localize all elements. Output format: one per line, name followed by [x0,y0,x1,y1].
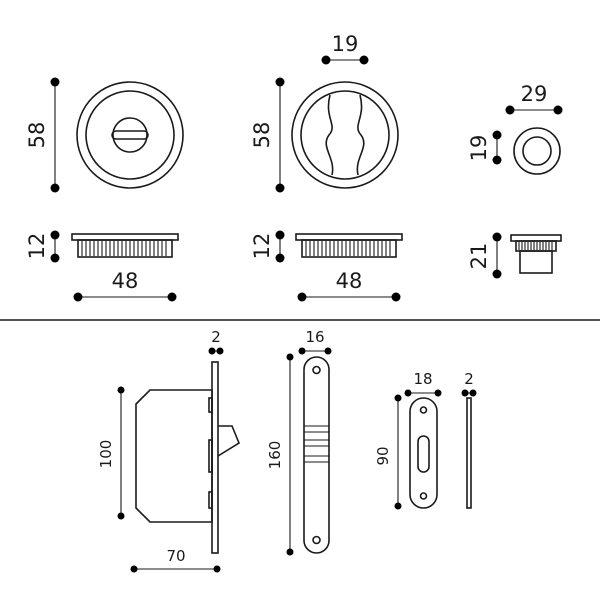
pull-rosette-width-label: 48 [336,269,363,293]
lock-body-depth-label: 70 [166,547,185,565]
faceplate-width-dimension: 16 [298,328,332,355]
knob-width-label: 29 [521,82,548,106]
pull-rosette-front-view [291,81,399,189]
strike-height-label: 90 [374,446,392,465]
knob-height-label: 19 [467,135,491,162]
pull-rosette-thickness-dimension: 12 [250,230,285,263]
rosette-thickness-dimension: 12 [25,230,60,263]
strike-plate-side-view [466,397,472,509]
rosette-height-label: 58 [25,122,49,149]
strike-plate-front-view [409,397,438,509]
lock-body-height-dimension: 100 [97,386,125,520]
lock-body-height-label: 100 [97,440,115,469]
faceplate-height-label: 160 [266,441,284,470]
pull-rosette-thickness-label: 12 [250,233,274,260]
strike-width-dimension: 18 [404,370,442,397]
faceplate-height-dimension: 160 [266,353,294,556]
rosette-width-dimension: 48 [73,269,177,302]
privacy-rosette-side-view [71,233,179,258]
strike-thickness-label: 2 [464,370,474,388]
pull-rosette-width-dimension: 48 [297,269,401,302]
faceplate-front-view [303,356,330,554]
strike-height-dimension: 90 [374,394,402,510]
knob-width-dimension: 29 [505,82,563,115]
strike-width-label: 18 [413,370,432,388]
pull-grip-width-label: 19 [332,32,359,56]
pull-rosette-height-label: 58 [250,122,274,149]
rosette-height-dimension: 58 [25,77,60,193]
rosette-width-label: 48 [112,269,139,293]
pull-rosette-side-view [295,233,403,258]
strike-thickness-dimension: 2 [461,370,477,397]
lock-faceplate-thickness-dimension: 2 [208,328,224,355]
knob-depth-label: 21 [467,243,491,270]
knob-depth-dimension: 21 [467,232,502,279]
lock-body-side-view [135,361,240,554]
release-knob-front-view [513,127,561,175]
privacy-rosette-front-view [76,81,184,189]
knob-height-dimension: 19 [467,130,502,165]
lock-faceplate-thickness-label: 2 [211,328,221,346]
faceplate-width-label: 16 [305,328,324,346]
pull-rosette-height-dimension: 58 [250,77,285,193]
release-knob-side-view [510,234,562,274]
rosette-thickness-label: 12 [25,233,49,260]
pull-grip-width-dimension: 19 [321,32,369,65]
lock-body-depth-dimension: 70 [130,547,221,573]
